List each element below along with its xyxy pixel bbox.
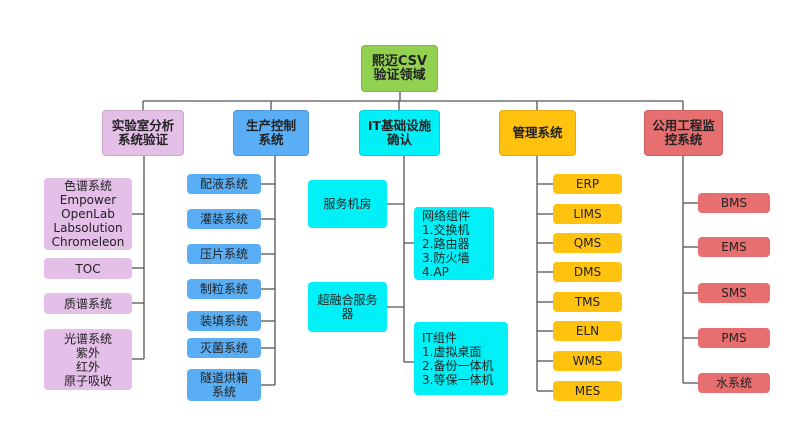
pub-item: BMS bbox=[698, 193, 770, 213]
category-it-header: IT基础设施 确认 bbox=[359, 110, 440, 156]
mgmt-item: QMS bbox=[553, 233, 622, 253]
mgmt-item: WMS bbox=[553, 351, 622, 371]
it-right-item: IT组件 1.虚拟桌面 2.备份一体机 3.等保一体机 bbox=[414, 322, 508, 395]
lab-item: 色谱系统 Empower OpenLab Labsolution Chromel… bbox=[44, 178, 132, 250]
prod-item: 压片系统 bbox=[187, 244, 261, 264]
root-node: 熙迈CSV 验证领域 bbox=[361, 45, 438, 92]
prod-item: 制粒系统 bbox=[187, 279, 261, 299]
category-pub-header: 公用工程监 控系统 bbox=[644, 110, 723, 156]
pub-item: PMS bbox=[698, 328, 770, 348]
prod-item: 装填系统 bbox=[187, 311, 261, 331]
lab-item: TOC bbox=[44, 258, 132, 279]
category-mgmt-header: 管理系统 bbox=[499, 110, 576, 156]
mgmt-item: DMS bbox=[553, 262, 622, 282]
pub-item: SMS bbox=[698, 283, 770, 303]
mgmt-item: ELN bbox=[553, 321, 622, 341]
pub-item: 水系统 bbox=[698, 373, 770, 393]
it-right-item: 网络组件 1.交换机 2.路由器 3.防火墙 4.AP bbox=[414, 207, 494, 280]
category-prod-header: 生产控制 系统 bbox=[233, 110, 309, 156]
category-lab-header: 实验室分析 系统验证 bbox=[102, 110, 184, 156]
prod-item: 隧道烘箱 系统 bbox=[187, 369, 261, 401]
mgmt-item: TMS bbox=[553, 292, 622, 312]
it-left-item: 服务机房 bbox=[308, 180, 387, 228]
pub-item: EMS bbox=[698, 237, 770, 257]
mgmt-item: ERP bbox=[553, 174, 622, 194]
prod-item: 灌装系统 bbox=[187, 209, 261, 229]
mgmt-item: MES bbox=[553, 381, 622, 401]
it-left-item: 超融合服务 器 bbox=[308, 282, 387, 332]
lab-item: 质谱系统 bbox=[44, 293, 132, 314]
prod-item: 配液系统 bbox=[187, 174, 261, 194]
prod-item: 灭菌系统 bbox=[187, 338, 261, 358]
mgmt-item: LIMS bbox=[553, 204, 622, 224]
lab-item: 光谱系统 紫外 红外 原子吸收 bbox=[44, 329, 132, 390]
